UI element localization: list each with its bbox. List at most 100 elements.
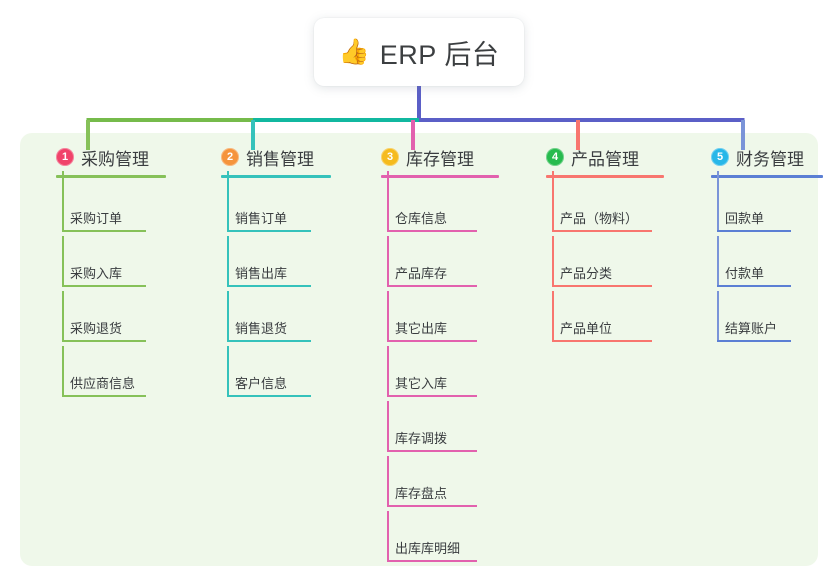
branch-item-label: 付款单	[725, 266, 765, 281]
root-title: ERP 后台	[379, 39, 500, 70]
item-connector-stem	[227, 171, 229, 232]
branch-title: 库存管理	[406, 149, 474, 169]
branch-item-underline	[227, 395, 311, 397]
branch-item[interactable]: 其它入库	[363, 346, 523, 401]
branch-item-label: 其它入库	[395, 376, 448, 391]
item-connector-stem	[387, 511, 389, 562]
branch-item[interactable]: 其它出库	[363, 291, 523, 346]
branch-column-3: 3 库存管理仓库信息产品库存其它出库其它入库库存调拨库存盘点出库库明细	[363, 143, 523, 566]
branch-item-label: 产品分类	[560, 266, 613, 281]
item-connector-stem	[387, 346, 389, 397]
branch-item[interactable]: 产品库存	[363, 236, 523, 291]
branch-item[interactable]: 采购订单	[38, 171, 188, 236]
branch-title: 财务管理	[736, 149, 804, 169]
branch-item-label: 采购退货	[70, 321, 123, 336]
branch-items: 回款单付款单结算账户	[693, 171, 823, 346]
item-connector-stem	[387, 236, 389, 287]
branch-item-label: 仓库信息	[395, 211, 448, 226]
branch-item[interactable]: 付款单	[693, 236, 823, 291]
branch-item[interactable]: 供应商信息	[38, 346, 188, 401]
branch-item[interactable]: 产品单位	[528, 291, 688, 346]
branch-item-label: 销售订单	[235, 211, 288, 226]
item-connector-stem	[62, 291, 64, 342]
item-connector-stem	[387, 456, 389, 507]
branch-number-badge: 3	[381, 148, 399, 166]
branch-underline	[711, 175, 823, 178]
branch-item[interactable]: 采购退货	[38, 291, 188, 346]
branch-item-underline	[387, 230, 477, 232]
branch-item-underline	[552, 285, 652, 287]
branch-item-label: 供应商信息	[70, 376, 136, 391]
branch-item-underline	[227, 230, 311, 232]
branch-underline	[221, 175, 331, 178]
branch-items: 产品（物料） 产品分类产品单位	[528, 171, 688, 346]
branch-number-badge: 1	[56, 148, 74, 166]
item-connector-stem	[387, 291, 389, 342]
branch-item-underline	[227, 340, 311, 342]
branches-panel	[20, 133, 818, 566]
branch-item-label: 库存调拨	[395, 431, 448, 446]
branch-item[interactable]: 销售订单	[203, 171, 353, 236]
branch-item-label: 客户信息	[235, 376, 288, 391]
thumbs-up-icon: 👍	[338, 37, 370, 66]
branch-column-1: 1 采购管理采购订单采购入库采购退货供应商信息	[38, 143, 188, 401]
branch-number-badge: 2	[221, 148, 239, 166]
branch-item-label: 产品单位	[560, 321, 613, 336]
branch-item-underline	[62, 285, 146, 287]
branch-item-label: 采购订单	[70, 211, 123, 226]
branch-item-underline	[62, 340, 146, 342]
item-connector-stem	[62, 236, 64, 287]
item-connector-stem	[227, 236, 229, 287]
branch-header-1[interactable]: 1 采购管理	[38, 143, 188, 178]
branch-item[interactable]: 结算账户	[693, 291, 823, 346]
item-connector-stem	[552, 291, 554, 342]
item-connector-stem	[552, 171, 554, 232]
branch-title: 采购管理	[81, 149, 149, 169]
branch-item-underline	[227, 285, 311, 287]
branch-item-underline	[717, 340, 791, 342]
branch-item[interactable]: 出库库明细	[363, 511, 523, 566]
branch-item[interactable]: 产品（物料）	[528, 171, 688, 236]
branch-item[interactable]: 销售出库	[203, 236, 353, 291]
item-connector-stem	[387, 171, 389, 232]
branch-item[interactable]: 回款单	[693, 171, 823, 236]
branch-items: 销售订单销售出库销售退货客户信息	[203, 171, 353, 401]
branch-underline	[546, 175, 664, 178]
branch-item-label: 销售退货	[235, 321, 288, 336]
branch-item-label: 回款单	[725, 211, 765, 226]
branch-item[interactable]: 销售退货	[203, 291, 353, 346]
branch-item[interactable]: 仓库信息	[363, 171, 523, 236]
branch-item-underline	[552, 340, 652, 342]
branch-header-3[interactable]: 3 库存管理	[363, 143, 523, 178]
item-connector-stem	[387, 401, 389, 452]
branch-item[interactable]: 客户信息	[203, 346, 353, 401]
branch-item[interactable]: 库存调拨	[363, 401, 523, 456]
branch-item-underline	[717, 285, 791, 287]
branch-underline	[56, 175, 166, 178]
branch-items: 仓库信息产品库存其它出库其它入库库存调拨库存盘点出库库明细	[363, 171, 523, 566]
item-connector-stem	[62, 346, 64, 397]
branch-item-underline	[387, 450, 477, 452]
branch-item-label: 销售出库	[235, 266, 288, 281]
branch-item-label: 产品库存	[395, 266, 448, 281]
branch-item[interactable]: 采购入库	[38, 236, 188, 291]
branch-underline	[381, 175, 499, 178]
branch-item[interactable]: 库存盘点	[363, 456, 523, 511]
item-connector-stem	[717, 171, 719, 232]
branch-item-underline	[717, 230, 791, 232]
branch-item-label: 出库库明细	[395, 541, 461, 556]
branch-item-label: 产品（物料）	[560, 211, 639, 226]
item-connector-stem	[552, 236, 554, 287]
branch-item[interactable]: 产品分类	[528, 236, 688, 291]
branch-number-badge: 4	[546, 148, 564, 166]
branch-item-underline	[387, 340, 477, 342]
branch-item-label: 结算账户	[725, 321, 778, 336]
root-node[interactable]: 👍 ERP 后台	[314, 18, 524, 86]
